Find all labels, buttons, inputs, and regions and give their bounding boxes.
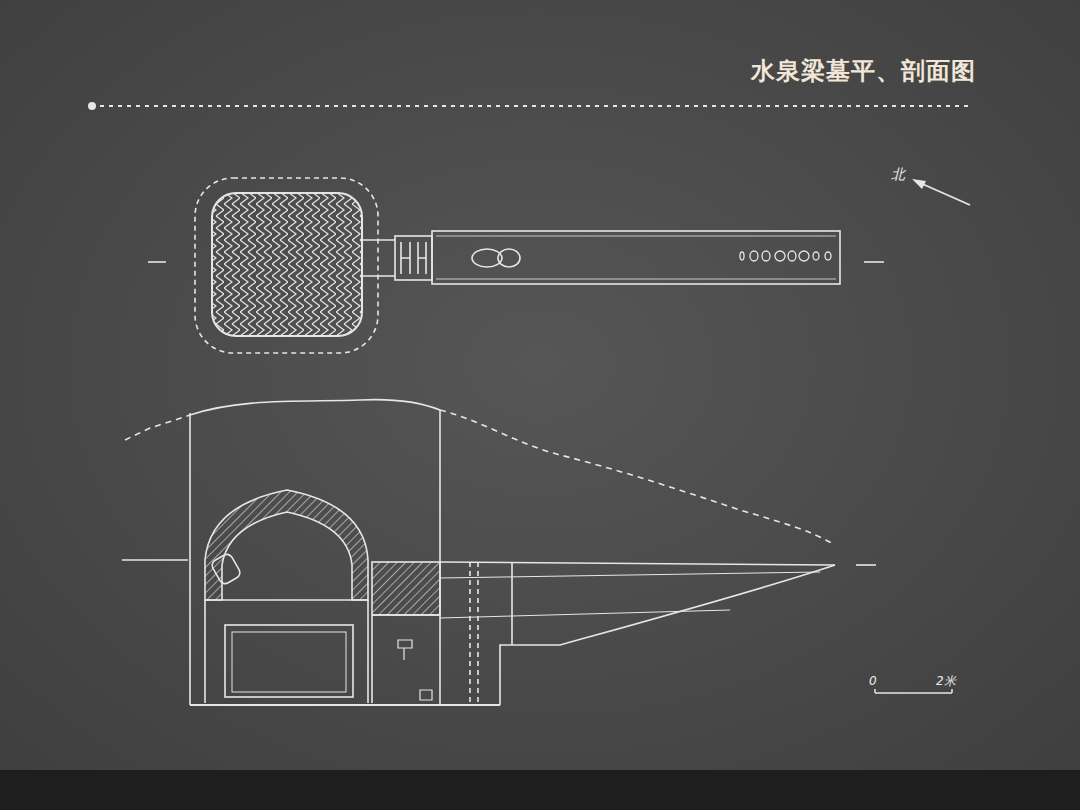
niche [498,249,520,267]
scale-bar [875,689,952,693]
brick-chamber [212,193,362,336]
ramp-passage [432,231,840,284]
header-rule [88,102,972,110]
sealing-block [372,562,440,615]
north-arrow-head [912,179,926,189]
section-mark [122,559,188,561]
ramp-line [440,610,730,618]
fill-boundary [469,562,471,705]
coffin-platform [225,625,353,697]
steps [740,251,831,261]
ramp-floor [500,565,835,705]
scale-tick [951,689,953,693]
section-mark [856,564,876,566]
fill-boundary [477,562,479,705]
scale-label: 2米 [936,675,956,688]
vault-opening [210,552,242,586]
mound-outline [195,178,378,353]
ramp-edge [436,279,836,280]
fill-boundary [511,562,513,645]
doorway [395,236,432,280]
title: 水泉梁墓平、剖面图 [751,58,976,84]
mound-surface [190,400,440,415]
ramp-line [440,572,820,578]
ground-line [125,415,190,440]
plan-view [148,178,884,353]
north-label: 北 [891,167,905,182]
shaft-wall [189,413,191,705]
brick-vault [205,490,368,600]
ramp-edge [436,236,836,237]
passage-walls [362,240,395,276]
ground-line [440,410,835,545]
rule-dot [88,102,96,110]
chamber-walls [205,600,368,703]
coffin-platform [232,632,346,692]
dotted-rule [100,105,972,107]
scale-label: 0 [869,675,877,688]
floor [190,704,500,706]
north-arrow-shaft [918,182,970,205]
door-frame [401,242,426,274]
north-arrow [912,179,970,205]
section-view [122,400,876,705]
ramp-top [440,562,835,565]
grave-goods [398,640,432,700]
shaft-wall [439,410,441,705]
section-mark [864,261,884,263]
scale-tick [874,689,876,693]
doorway-section [372,615,440,703]
scale-line [875,692,952,694]
bottom-shadow [0,770,1080,810]
section-mark [148,261,166,263]
